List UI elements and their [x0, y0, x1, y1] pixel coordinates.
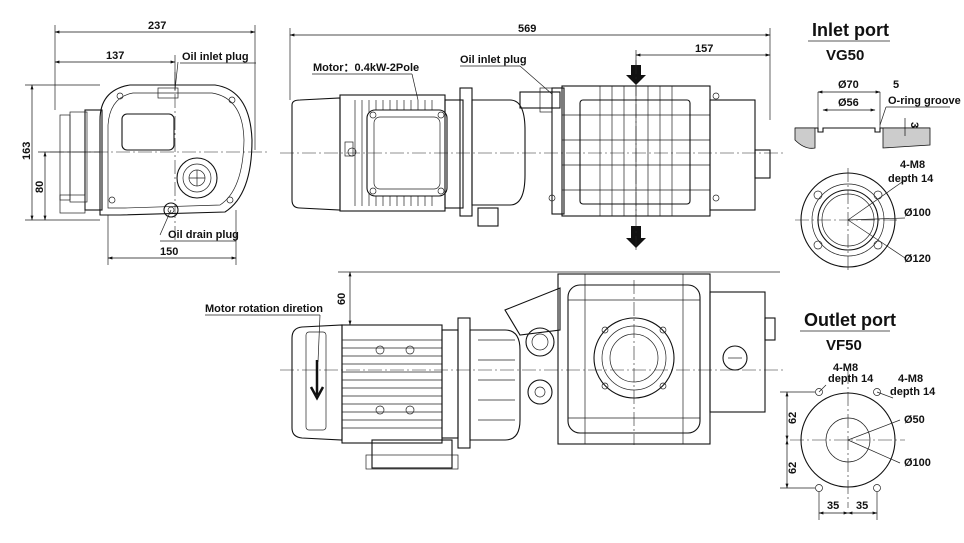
dim-157: 157 — [695, 43, 713, 55]
dim-60: 60 — [336, 293, 348, 305]
top-view: 569 157 Motor：0.4kW-2Pole Oil inlet plug — [280, 23, 785, 250]
inlet-d100: Ø100 — [904, 207, 931, 219]
dim-5: 5 — [893, 79, 899, 91]
label-oil-inlet-plug-side: Oil inlet plug — [182, 51, 249, 63]
inlet-port-subtitle: VG50 — [826, 47, 864, 64]
outlet-m8-right: 4-M8 — [898, 373, 923, 385]
dim-3: 3 — [908, 122, 920, 128]
outlet-port-detail: Outlet port VF50 4-M8 depth 14 4-M8 dept… — [780, 310, 936, 520]
dim-569: 569 — [518, 23, 536, 35]
dim-d70: Ø70 — [838, 79, 859, 91]
rotation-arrow-icon — [309, 360, 325, 401]
label-oil-inlet-plug-top: Oil inlet plug — [460, 54, 527, 66]
label-oil-drain-plug: Oil drain plug — [168, 229, 239, 241]
outlet-port-subtitle: VF50 — [826, 337, 862, 354]
dim-163: 163 — [21, 142, 33, 160]
outlet-dim-62b: 62 — [787, 462, 799, 474]
outlet-d50: Ø50 — [904, 414, 925, 426]
dim-d56: Ø56 — [838, 97, 859, 109]
dim-137: 137 — [106, 50, 124, 62]
outlet-dim-35b: 35 — [856, 500, 868, 512]
inlet-depth: depth 14 — [888, 173, 934, 185]
outlet-m8-left: 4-M8 — [833, 362, 858, 374]
side-view: 237 137 Oil inlet plug 163 80 — [21, 20, 270, 265]
outlet-dim-35a: 35 — [827, 500, 839, 512]
dim-80: 80 — [34, 181, 46, 193]
outlet-depth-left: depth 14 — [828, 373, 874, 385]
inlet-d120: Ø120 — [904, 253, 931, 265]
label-motor-rotation: Motor rotation diretion — [205, 303, 323, 315]
airflow-in-arrow — [626, 65, 646, 85]
dim-237: 237 — [148, 20, 166, 32]
outlet-dim-62a: 62 — [787, 412, 799, 424]
inlet-m8: 4-M8 — [900, 159, 925, 171]
inlet-port-detail: Inlet port VG50 Ø70 5 Ø56 O-ring groove … — [794, 20, 961, 272]
label-o-ring-groove: O-ring groove — [888, 95, 961, 107]
label-motor: Motor：0.4kW-2Pole — [313, 62, 419, 74]
outlet-d100: Ø100 — [904, 457, 931, 469]
outlet-port-title: Outlet port — [804, 310, 896, 330]
dim-150: 150 — [160, 246, 178, 258]
front-view: 60 Motor rotation diretion — [205, 271, 785, 470]
outlet-depth-right: depth 14 — [890, 386, 936, 398]
inlet-port-title: Inlet port — [812, 20, 889, 40]
